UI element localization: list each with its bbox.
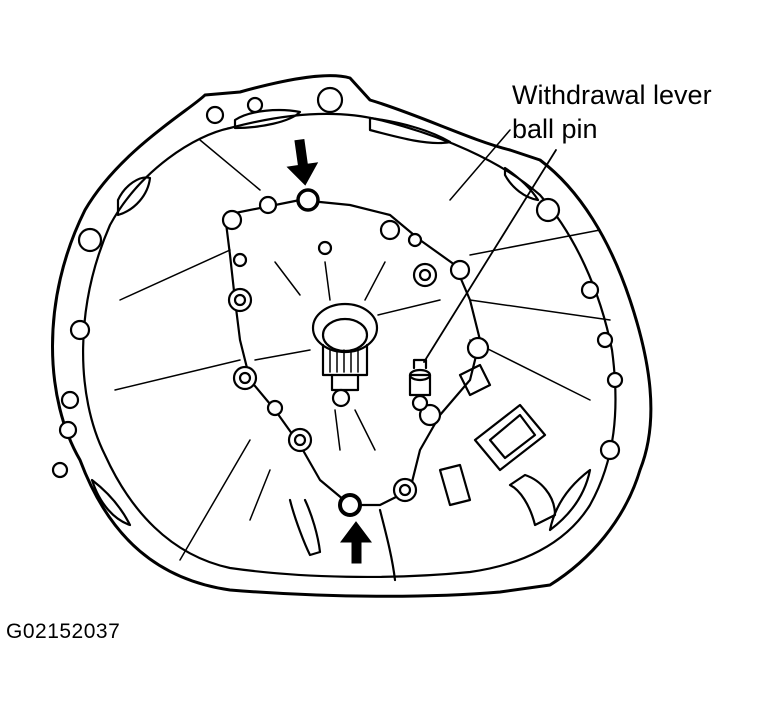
case-side-details bbox=[438, 363, 557, 527]
bell-housing-inner-flange bbox=[82, 112, 617, 579]
front-cover-plate bbox=[223, 198, 482, 507]
cover-bolt-bosses bbox=[221, 195, 490, 503]
figure-code: G02152037 bbox=[6, 620, 121, 643]
withdrawal-lever-ball-pin bbox=[408, 358, 432, 412]
callout-line-1: Withdrawal lever bbox=[512, 80, 712, 110]
case-lower-details bbox=[249, 469, 397, 582]
housing-ribs bbox=[114, 129, 611, 561]
callout-leader-line bbox=[423, 149, 557, 363]
lower-target-bolt bbox=[338, 493, 362, 517]
withdrawal-lever-ball-pin-label: Withdrawal lever ball pin bbox=[512, 78, 712, 146]
lower-up-arrow bbox=[340, 521, 372, 564]
flange-slots bbox=[90, 108, 592, 532]
bell-housing-outer-flange bbox=[51, 74, 653, 598]
input-shaft-assembly bbox=[254, 261, 441, 451]
callout-line-2: ball pin bbox=[512, 114, 598, 144]
upper-down-arrow bbox=[286, 138, 319, 186]
upper-target-bolt bbox=[296, 188, 320, 212]
